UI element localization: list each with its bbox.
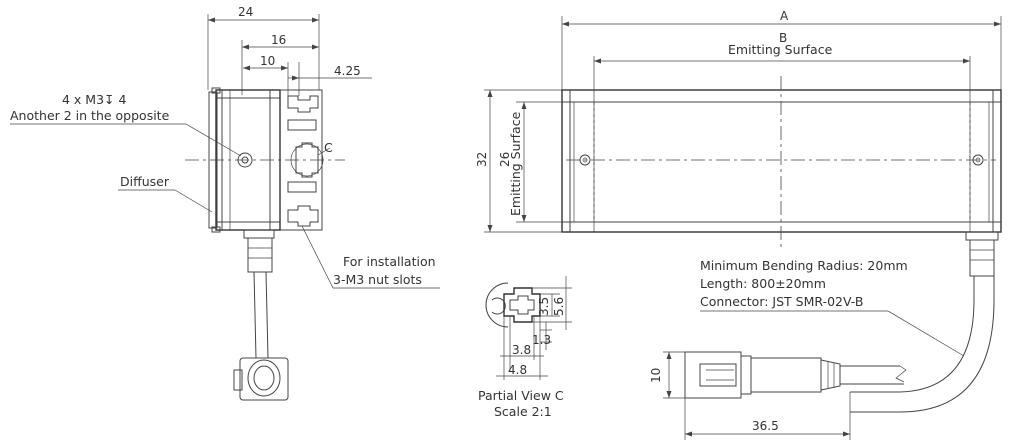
spec-bending-radius: Minimum Bending Radius: 20mm [700, 258, 908, 273]
dim-32: 32 [475, 152, 489, 167]
dim-36-5: 36.5 [752, 419, 779, 433]
screw-label-line2: Another 2 in the opposite [10, 108, 170, 123]
diffuser-label: Diffuser [120, 174, 170, 189]
dim-3-8: 3.8 [512, 343, 531, 357]
emitting-surface-label-v: Emitting Surface [508, 111, 523, 216]
spec-connector: Connector: JST SMR-02V-B [700, 294, 863, 309]
view-c-marker: C [324, 140, 333, 155]
screw-label-line1: 4 x M3↧ 4 [62, 92, 126, 107]
partial-view-c: 3.5 5.6 1.3 3.8 4.8 Partial View C Scale… [478, 276, 572, 419]
spec-length: Length: 800±20mm [700, 276, 826, 291]
dim-4-8: 4.8 [508, 363, 527, 377]
dim-5-6: 5.6 [552, 297, 566, 316]
dim-10: 10 [260, 54, 275, 68]
dim-16: 16 [271, 33, 286, 47]
partial-view-scale: Scale 2:1 [494, 404, 552, 419]
emitting-surface-label-h: Emitting Surface [728, 42, 833, 57]
dim-1-3: 1.3 [532, 333, 551, 347]
install-label-line1: For installation [343, 254, 436, 269]
top-view: A B Emitting Surface 32 [475, 9, 1002, 277]
dim-26: 26 [498, 152, 512, 167]
install-label-line2: 3-M3 nut slots [333, 272, 422, 287]
cable-connector-view: Minimum Bending Radius: 20mm Length: 800… [649, 258, 995, 440]
partial-view-caption: Partial View C [478, 388, 564, 403]
dim-B: B [779, 31, 787, 45]
front-view: 24 16 10 4.25 [10, 5, 440, 401]
dim-A: A [780, 9, 789, 23]
dim-connector-10: 10 [649, 368, 663, 383]
dim-24: 24 [238, 5, 253, 19]
dim-3-5: 3.5 [537, 297, 551, 316]
dim-4-25: 4.25 [334, 64, 361, 78]
